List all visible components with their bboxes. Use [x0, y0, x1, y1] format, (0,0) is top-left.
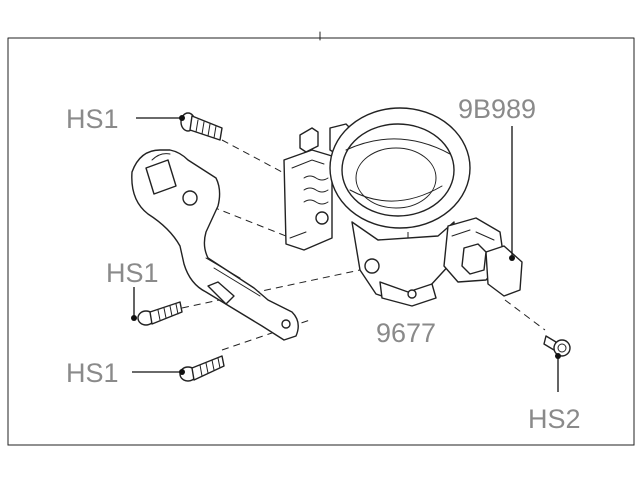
label-hs1-top: HS1: [66, 104, 119, 134]
leader-lines: [131, 115, 561, 392]
label-part-9677: 9677: [376, 318, 436, 348]
label-hs2: HS2: [528, 404, 581, 434]
screw-hs2: [543, 335, 571, 357]
label-part-9b989: 9B989: [458, 94, 536, 124]
label-hs1-mid: HS1: [106, 258, 159, 288]
diagram-frame: [7, 31, 635, 446]
label-hs1-bottom: HS1: [66, 358, 119, 388]
screw-hs1-top: [180, 112, 223, 141]
throttle-lever-bracket: [131, 149, 299, 341]
throttle-body: [283, 107, 523, 307]
screw-hs1-bottom: [179, 355, 225, 382]
screw-hs1-mid: [137, 301, 183, 326]
